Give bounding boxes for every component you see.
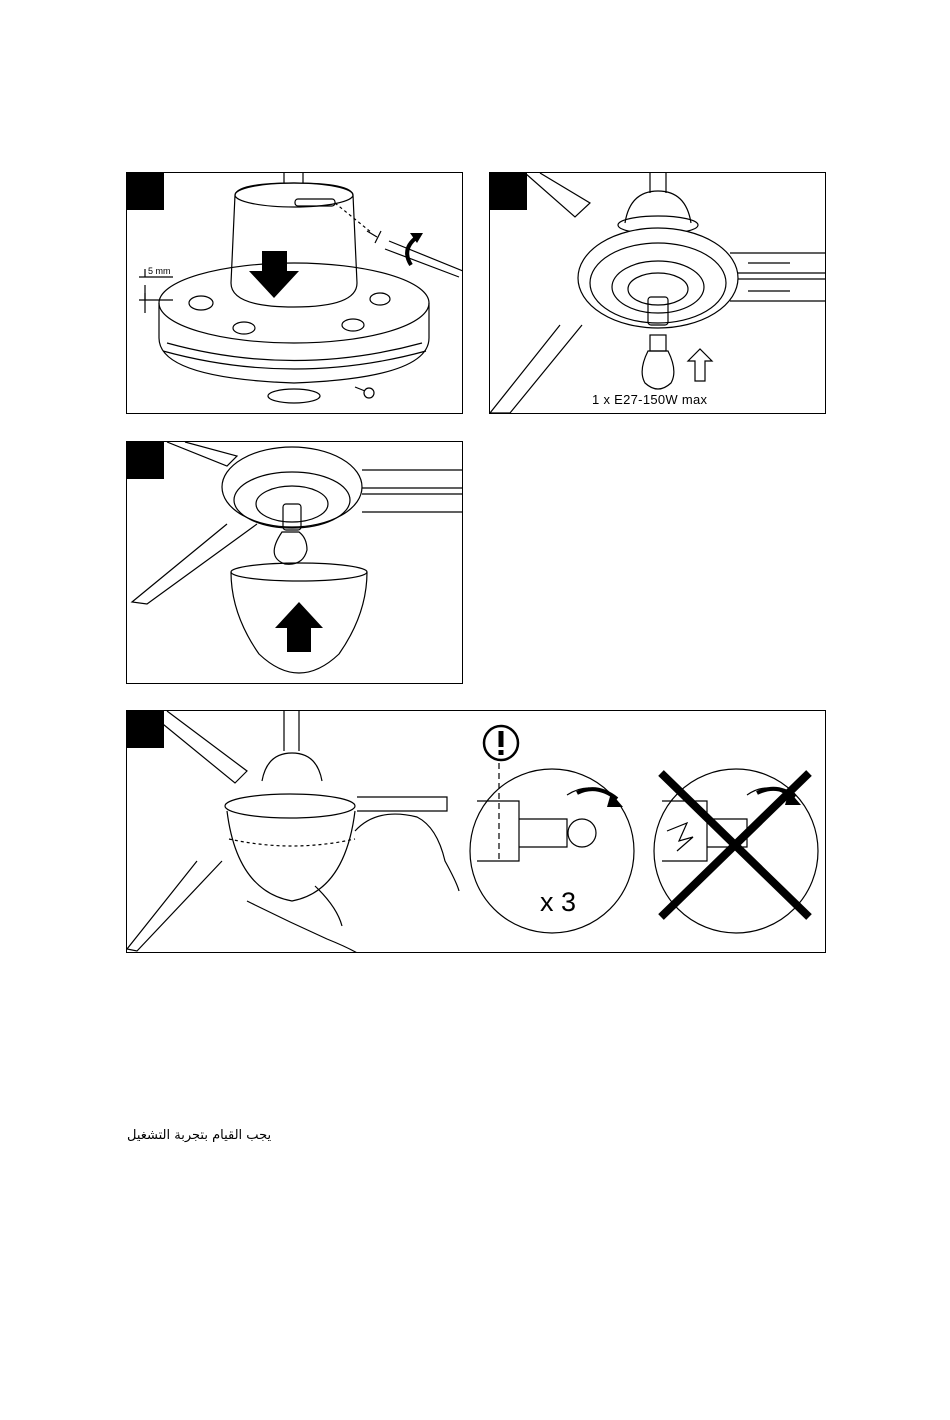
glass-cover-illustration [127,442,463,684]
arrow-up-outline-icon [688,349,712,381]
warning-exclamation-icon [484,726,518,760]
canopy-install-illustration [127,173,463,414]
gap-dimension-label: 5 mm [148,266,171,276]
arabic-footer-text: يجب القيام بتجربة التشغيل [127,1128,271,1143]
figure-step-3 [126,441,463,684]
figure-step-1: 5 mm [126,172,463,414]
bulb-install-illustration [490,173,826,414]
bulb-spec-label: 1 x E27-150W max [592,392,707,407]
figure-step-4: x 3 [126,710,826,953]
arrow-up-icon [275,602,323,652]
figure-step-2: 1 x E27-150W max [489,172,826,414]
cover-fixing-illustration [127,711,826,953]
repeat-count-label: x 3 [540,887,576,918]
